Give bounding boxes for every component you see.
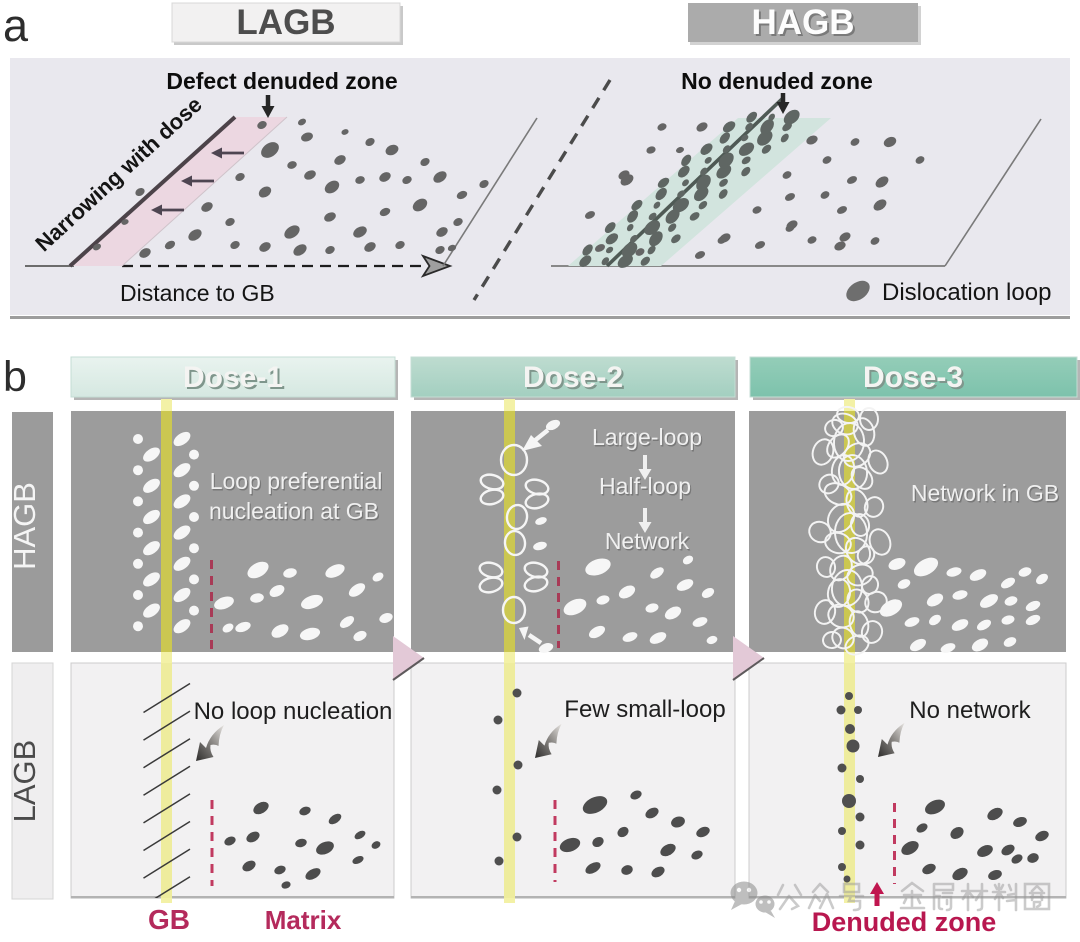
svg-text:Denuded zone: Denuded zone bbox=[812, 907, 997, 937]
svg-text:HAGB: HAGB bbox=[751, 3, 854, 42]
svg-text:nucleation at GB: nucleation at GB bbox=[210, 500, 380, 526]
svg-text:Distance to GB: Distance to GB bbox=[120, 280, 275, 306]
svg-text:Dose-2: Dose-2 bbox=[523, 361, 623, 394]
svg-text:No loop nucleation: No loop nucleation bbox=[194, 698, 393, 725]
svg-text:Network in GB: Network in GB bbox=[912, 482, 1060, 508]
svg-text:Loop preferential: Loop preferential bbox=[211, 470, 384, 496]
svg-text:Network: Network bbox=[605, 528, 690, 554]
svg-text:Dose-3: Dose-3 bbox=[863, 361, 963, 394]
svg-text:Network in GB: Network in GB bbox=[911, 480, 1059, 506]
svg-text:a: a bbox=[3, 0, 29, 51]
svg-text:No network: No network bbox=[909, 697, 1031, 724]
svg-text:Large-loop: Large-loop bbox=[593, 426, 703, 452]
svg-text:Dislocation loop: Dislocation loop bbox=[882, 279, 1051, 306]
svg-text:Dose-1: Dose-1 bbox=[185, 363, 285, 396]
svg-text:Half-loop: Half-loop bbox=[600, 475, 692, 501]
svg-text:Defect denuded zone: Defect denuded zone bbox=[166, 68, 397, 94]
svg-text:GB: GB bbox=[148, 904, 190, 935]
svg-text:Dose-1: Dose-1 bbox=[183, 361, 283, 394]
svg-text:Dose-3: Dose-3 bbox=[865, 363, 965, 396]
svg-text:Loop preferential: Loop preferential bbox=[210, 468, 383, 494]
svg-text:No denuded zone: No denuded zone bbox=[681, 68, 873, 94]
svg-text:LAGB: LAGB bbox=[236, 3, 335, 42]
svg-text:Large-loop: Large-loop bbox=[592, 424, 702, 450]
svg-text:HAGB: HAGB bbox=[7, 482, 42, 570]
svg-text:Dose-2: Dose-2 bbox=[525, 363, 625, 396]
svg-text:nucleation at GB: nucleation at GB bbox=[209, 498, 379, 524]
svg-text:Few small-loop: Few small-loop bbox=[564, 696, 725, 723]
svg-text:HAGB: HAGB bbox=[753, 5, 856, 44]
svg-text:Matrix: Matrix bbox=[265, 905, 342, 935]
svg-text:Network: Network bbox=[606, 530, 691, 556]
svg-text:b: b bbox=[3, 353, 27, 401]
svg-text:LAGB: LAGB bbox=[7, 740, 42, 823]
